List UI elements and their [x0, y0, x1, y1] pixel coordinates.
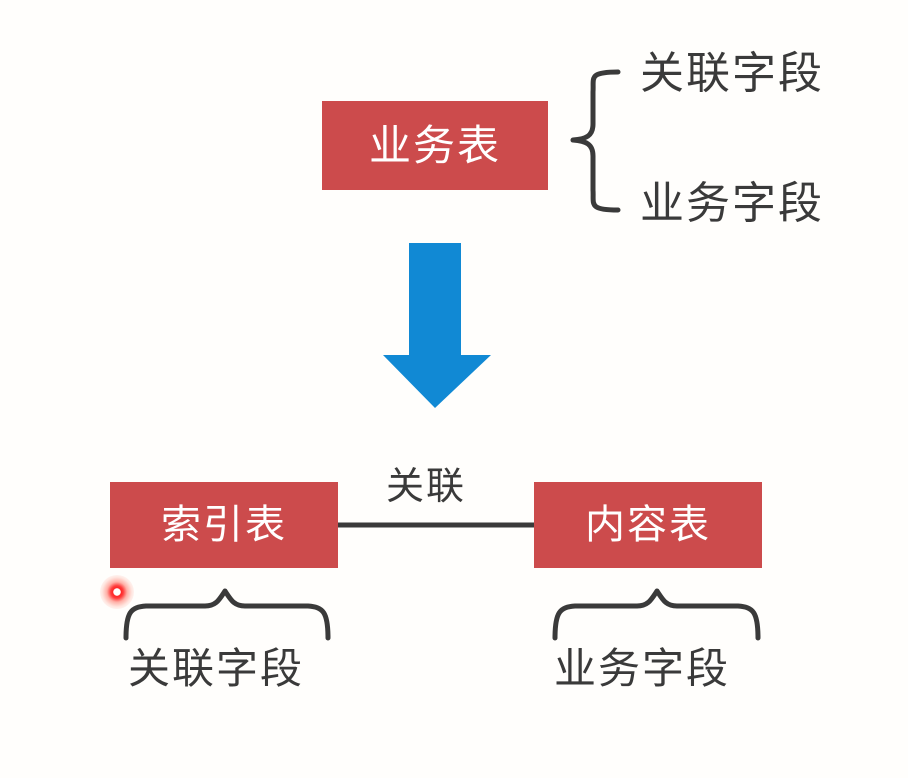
relation-connector-label: 关联: [386, 466, 467, 508]
bottom-business-field-label: 业务字段: [554, 645, 731, 692]
top-right-brace-icon: [570, 69, 621, 213]
left-bottom-brace-icon: [123, 588, 331, 641]
top-association-field-label: 关联字段: [640, 49, 824, 98]
content-table-box[interactable]: 内容表: [534, 482, 762, 568]
top-business-field-label: 业务字段: [640, 179, 824, 228]
business-table-box[interactable]: 业务表: [322, 101, 548, 190]
right-bottom-brace-icon: [552, 588, 761, 641]
down-arrow-icon: [383, 243, 491, 408]
click-marker-icon: [100, 575, 134, 609]
bottom-association-field-label: 关联字段: [128, 645, 305, 692]
index-table-box[interactable]: 索引表: [110, 482, 338, 568]
